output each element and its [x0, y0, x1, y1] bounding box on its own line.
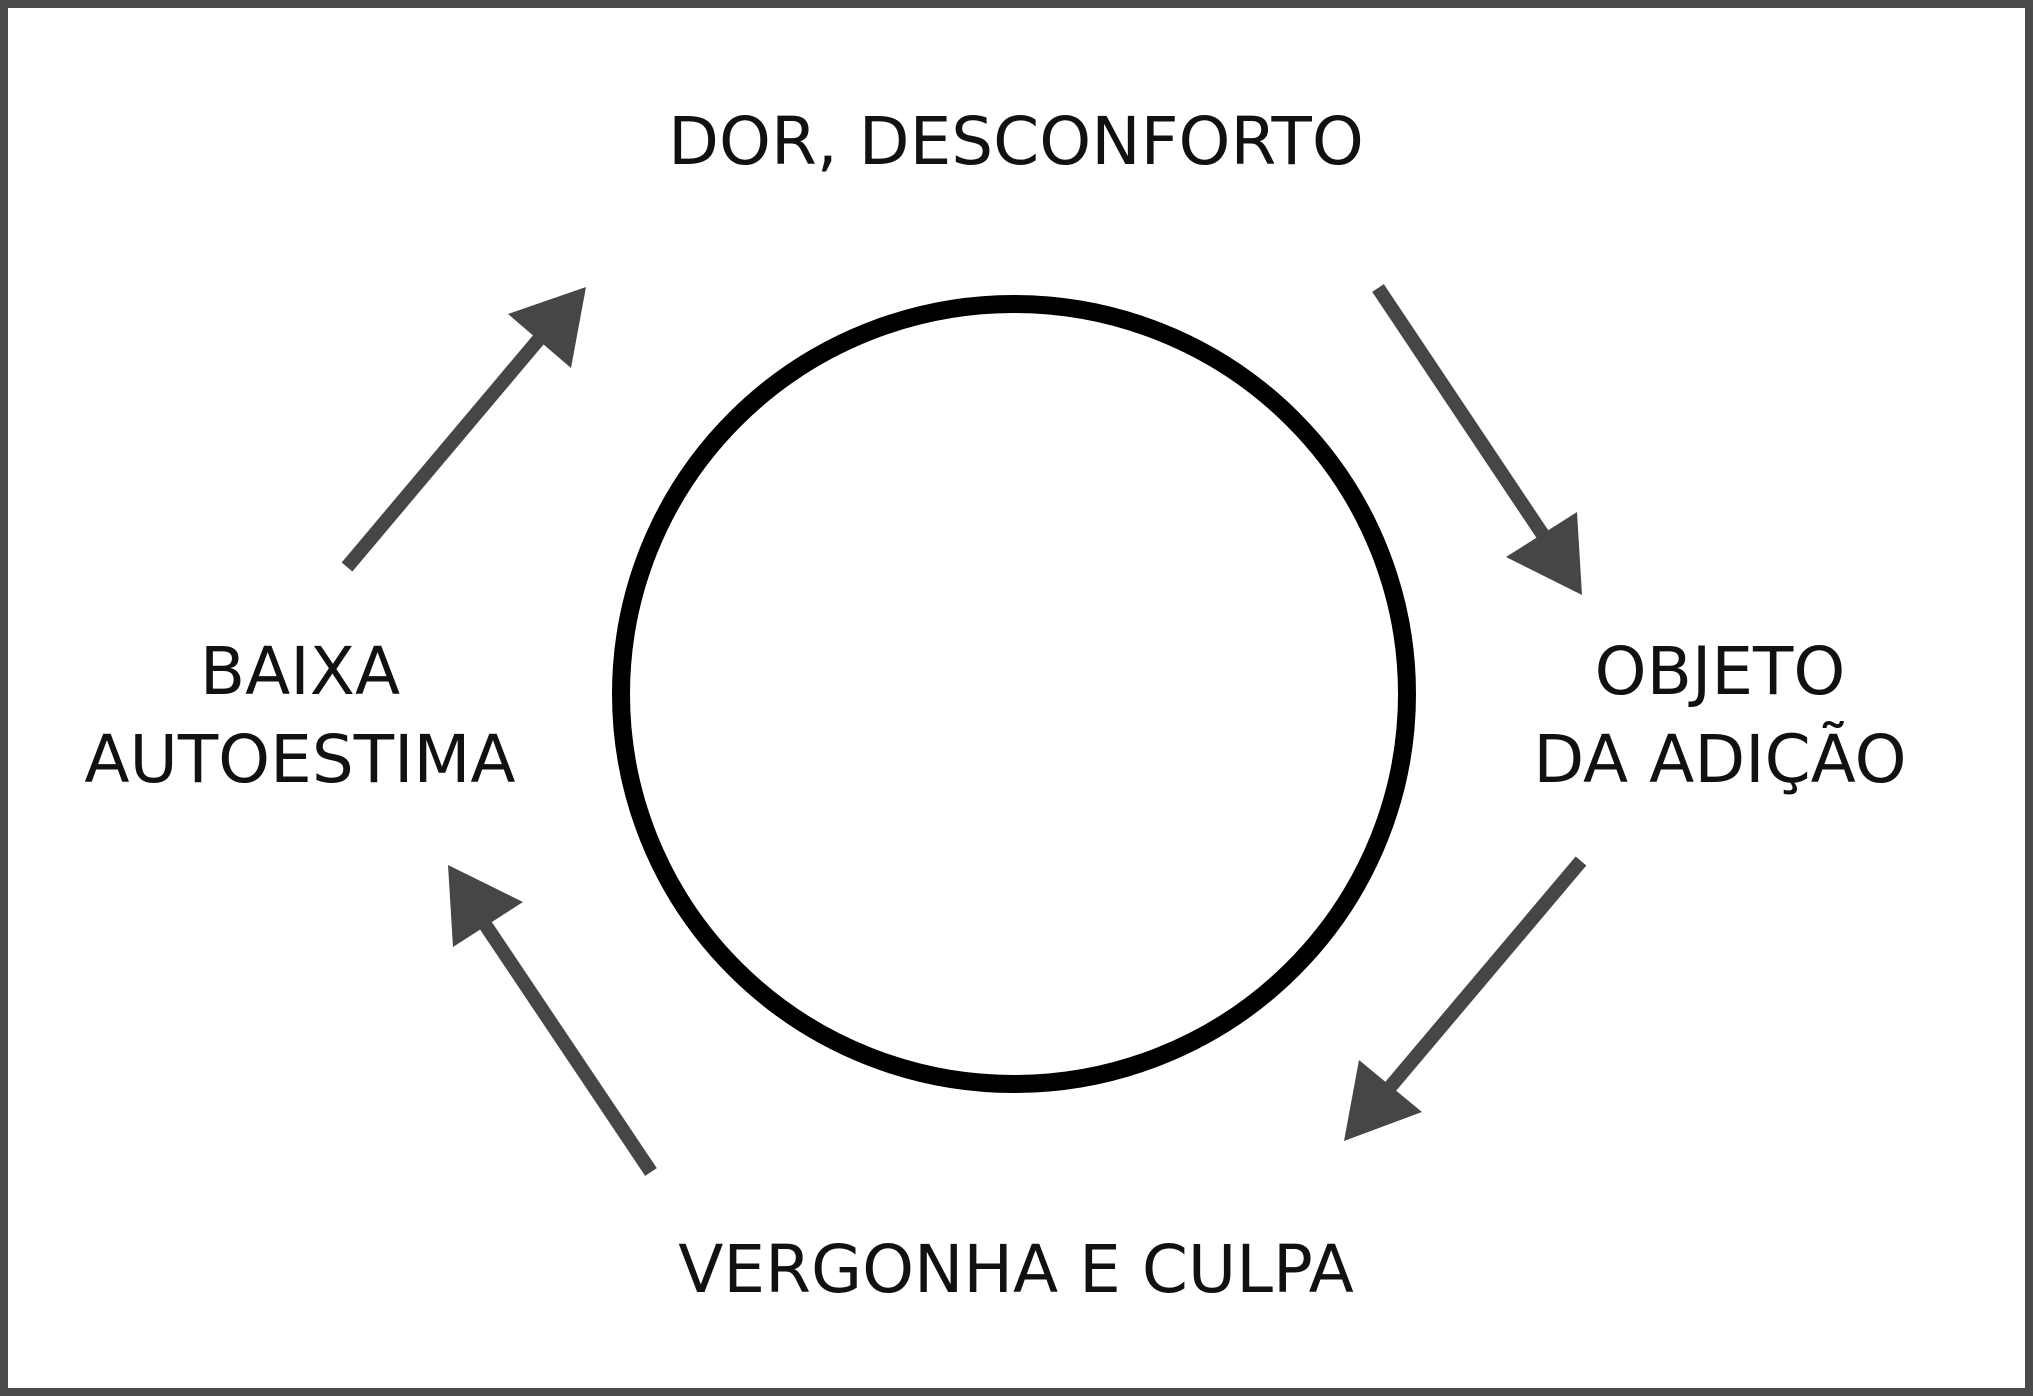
node-label-line: OBJETO: [1594, 633, 1846, 710]
node-label-line: VERGONHA E CULPA: [678, 1231, 1354, 1308]
arrow-shaft: [470, 907, 657, 1176]
arrow-shaft: [1372, 284, 1559, 554]
arrow-shaft: [341, 321, 556, 572]
central-circle: [612, 295, 1416, 1093]
node-label-line: AUTOESTIMA: [84, 721, 516, 798]
arrow-head: [1344, 1060, 1422, 1141]
node-label-line: DA ADIÇÃO: [1533, 721, 1907, 798]
arrow-top-to-right: [1372, 284, 1582, 595]
node-label-line: DOR, DESCONFORTO: [668, 103, 1364, 180]
arrow-shaft: [1374, 856, 1587, 1104]
arrow-head: [508, 287, 586, 368]
arrow-left-to-top: [341, 287, 586, 572]
node-label-right: OBJETO DA ADIÇÃO: [1480, 628, 1960, 804]
node-label-top: DOR, DESCONFORTO: [616, 98, 1416, 186]
node-label-left: BAIXA AUTOESTIMA: [40, 628, 560, 804]
arrow-head: [1506, 512, 1582, 595]
arrow-head: [448, 865, 523, 947]
arrow-bottom-to-left: [448, 865, 657, 1176]
node-label-line: BAIXA: [199, 633, 401, 710]
arrow-right-to-bottom: [1344, 856, 1587, 1141]
node-label-bottom: VERGONHA E CULPA: [616, 1226, 1416, 1314]
